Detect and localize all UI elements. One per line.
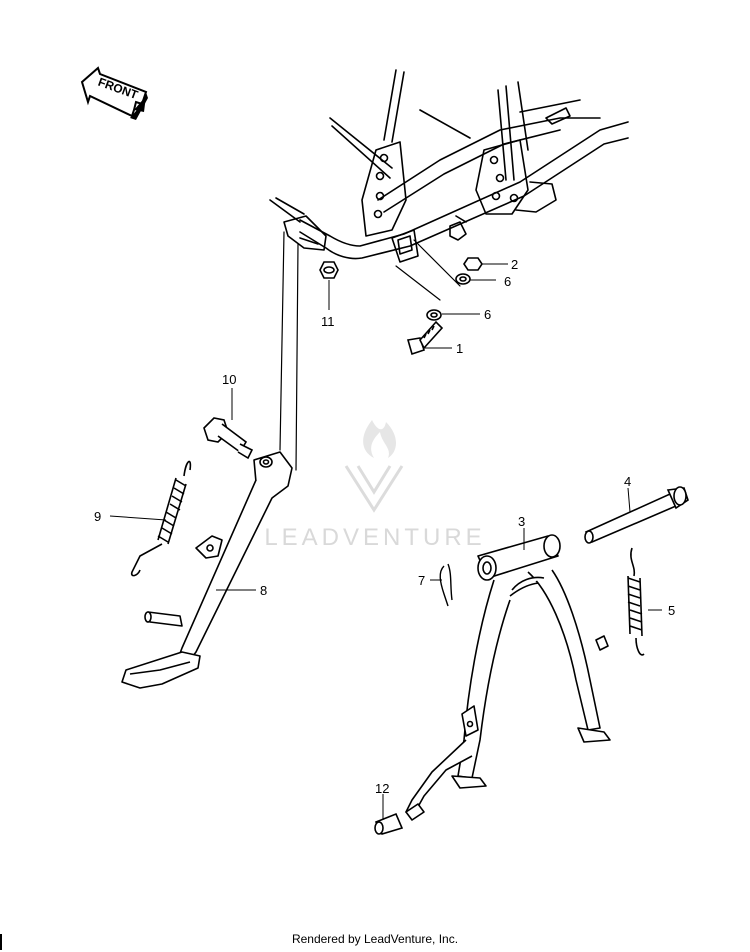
callout-6-upper: 6 xyxy=(504,274,511,289)
spring-5 xyxy=(627,547,645,656)
side-stand-8 xyxy=(121,451,293,689)
cotter-pin-7 xyxy=(439,563,453,607)
callout-5: 5 xyxy=(668,603,675,618)
bolt-10 xyxy=(203,417,254,460)
callout-1: 1 xyxy=(456,341,463,356)
frame-assembly xyxy=(269,69,629,471)
callout-12: 12 xyxy=(375,781,389,796)
callout-3: 3 xyxy=(518,514,525,529)
center-stand-3 xyxy=(405,534,611,821)
pin-4 xyxy=(584,486,689,544)
bolt-1 xyxy=(406,320,444,356)
callout-8: 8 xyxy=(260,583,267,598)
hardware-stack xyxy=(406,257,483,356)
front-arrow-icon xyxy=(80,66,148,120)
footer-credit: Rendered by LeadVenture, Inc. xyxy=(291,932,459,946)
watermark-text: LEADVENTURE xyxy=(264,524,485,551)
edge-mark xyxy=(0,934,2,950)
callout-4: 4 xyxy=(624,474,631,489)
spring-9 xyxy=(130,460,192,577)
callout-11: 11 xyxy=(321,314,335,329)
watermark-logo xyxy=(344,420,404,513)
callout-7: 7 xyxy=(418,573,425,588)
rubber-cap-12 xyxy=(374,812,404,835)
callout-2: 2 xyxy=(511,257,518,272)
nut-11 xyxy=(319,261,339,279)
nut-2 xyxy=(463,257,483,271)
callout-6-lower: 6 xyxy=(484,307,491,322)
callout-10: 10 xyxy=(222,372,236,387)
callout-9: 9 xyxy=(94,509,101,524)
callout-leaders xyxy=(109,263,662,820)
